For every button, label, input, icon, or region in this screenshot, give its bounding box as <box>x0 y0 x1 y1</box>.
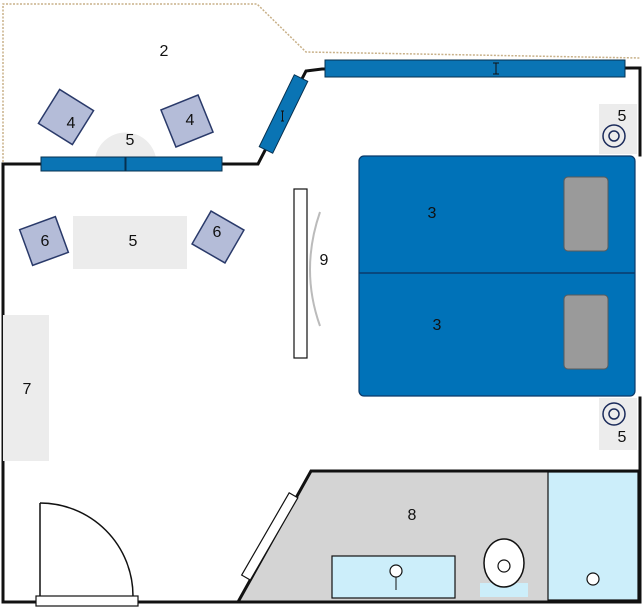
balcony-outline <box>2 3 641 162</box>
sink-drain-icon <box>389 564 403 578</box>
mirror-partition <box>293 188 308 359</box>
chair-right <box>191 210 245 264</box>
label-bed-upper: 3 <box>428 205 437 222</box>
label-mirror-partition: 9 <box>320 252 329 269</box>
pillow-upper <box>563 176 609 252</box>
balcony-table <box>95 132 156 158</box>
label-wardrobe: 7 <box>23 381 32 398</box>
label-balcony-table: 5 <box>126 132 135 149</box>
balcony-door-lower <box>40 156 223 172</box>
label-nightstand-upper: 5 <box>618 108 627 125</box>
label-chair-right: 6 <box>213 224 222 241</box>
bathroom-door <box>240 491 299 581</box>
toilet-icon <box>480 538 528 597</box>
balcony-chair-left <box>37 88 95 146</box>
chair-left <box>18 215 70 267</box>
label-balcony: 2 <box>160 43 169 60</box>
label-bathroom: 8 <box>408 507 417 524</box>
balcony-door-upper <box>324 59 626 78</box>
label-chair-left: 6 <box>41 233 50 250</box>
wardrobe <box>3 315 49 461</box>
mirror-swing-arc <box>309 211 321 327</box>
balcony-door-diagonal <box>258 74 309 154</box>
label-balcony-chair-right: 4 <box>186 112 195 129</box>
lamp-upper-icon <box>602 124 626 148</box>
pillow-lower <box>563 294 609 370</box>
label-bed-lower: 3 <box>433 317 442 334</box>
balcony-chair-right <box>159 93 215 149</box>
entrance-door <box>35 502 139 607</box>
shower-drain-icon <box>586 572 600 586</box>
table <box>73 216 187 269</box>
label-nightstand-lower: 5 <box>618 429 627 446</box>
lamp-lower-icon <box>602 402 626 426</box>
label-table: 5 <box>129 233 138 250</box>
label-balcony-chair-left: 4 <box>67 115 76 132</box>
bed <box>358 155 636 397</box>
